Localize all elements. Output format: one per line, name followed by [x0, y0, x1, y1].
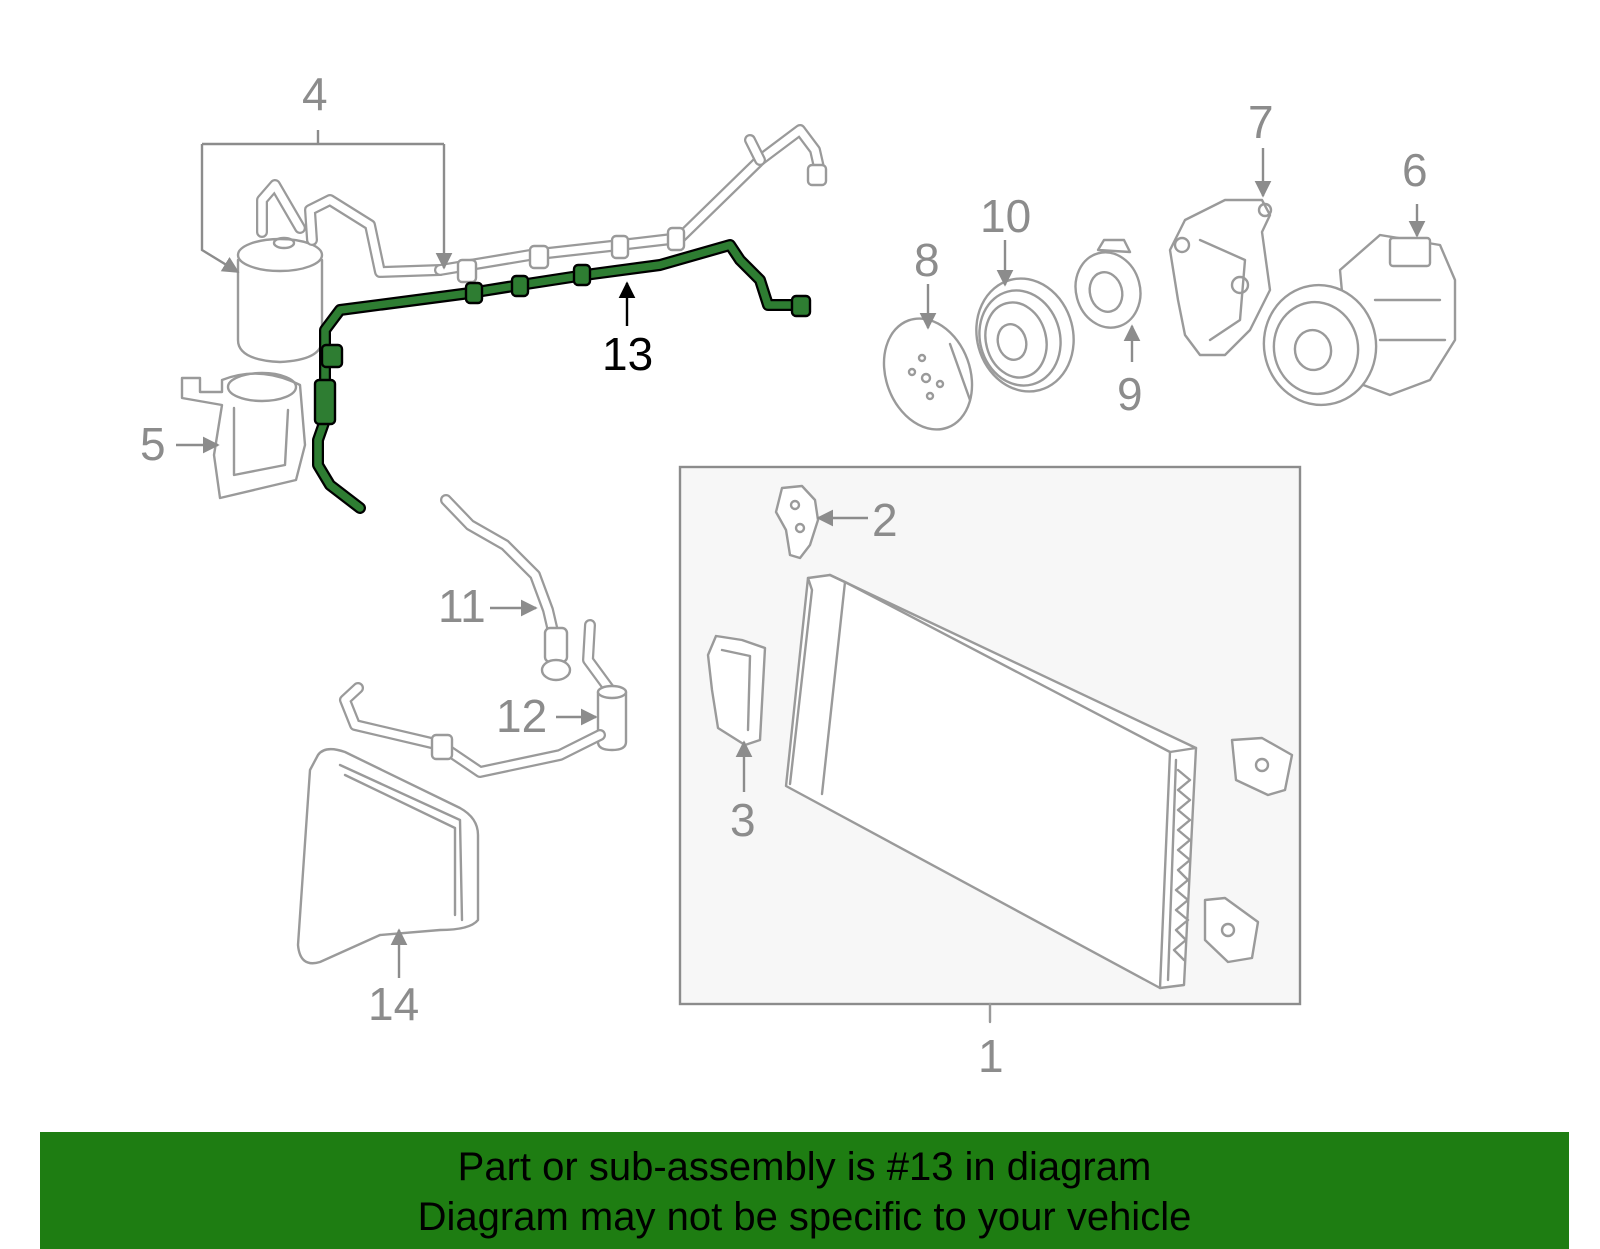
callout-13: 13	[602, 328, 653, 380]
condenser-mount-upper	[1230, 736, 1294, 797]
callout-3: 3	[730, 794, 756, 846]
callout-leaders	[176, 130, 1426, 978]
condenser-mount-lower	[1203, 896, 1260, 964]
part-4-accumulator	[236, 179, 446, 364]
part-6-compressor	[1262, 233, 1457, 407]
part-12-muffler	[339, 619, 628, 778]
callout-11: 11	[438, 580, 486, 632]
callout-7: 7	[1248, 96, 1274, 148]
callout-12: 12	[496, 690, 547, 742]
part-5-bracket	[180, 371, 307, 500]
callout-9: 9	[1117, 368, 1143, 420]
part-9-field-coil	[1074, 238, 1142, 329]
parts-diagram: 1 2 3 4 5 6 7 8 9 10 11 12 13 14	[140, 68, 1457, 1082]
part-2-bracket	[774, 484, 820, 560]
callout-6: 6	[1402, 144, 1428, 196]
part-11-hose	[440, 494, 572, 682]
callout-5: 5	[140, 418, 166, 470]
upper-ac-line	[434, 124, 828, 284]
banner-line-disclaimer: Diagram may not be specific to your vehi…	[417, 1195, 1192, 1239]
part-10-pulley	[975, 277, 1075, 393]
callout-2: 2	[872, 494, 898, 546]
part-13-ac-hose-highlighted	[312, 239, 812, 514]
banner-line-part-number: Part or sub-assembly is #13 in diagram	[457, 1145, 1152, 1189]
callout-labels: 1 2 3 4 5 6 7 8 9 10 11 12 13 14	[140, 68, 1428, 1082]
callout-14: 14	[368, 978, 419, 1030]
callout-10: 10	[980, 190, 1031, 242]
callout-8: 8	[914, 234, 940, 286]
callout-1: 1	[978, 1030, 1004, 1082]
part-14-evaporator	[296, 747, 480, 965]
info-banner: Part or sub-assembly is #13 in diagram D…	[40, 1132, 1569, 1249]
part-8-clutch-plate	[882, 317, 974, 431]
part-7-compressor-bracket	[1168, 198, 1273, 357]
part-1-condenser-assembly	[678, 465, 1302, 1024]
callout-4: 4	[302, 68, 328, 120]
